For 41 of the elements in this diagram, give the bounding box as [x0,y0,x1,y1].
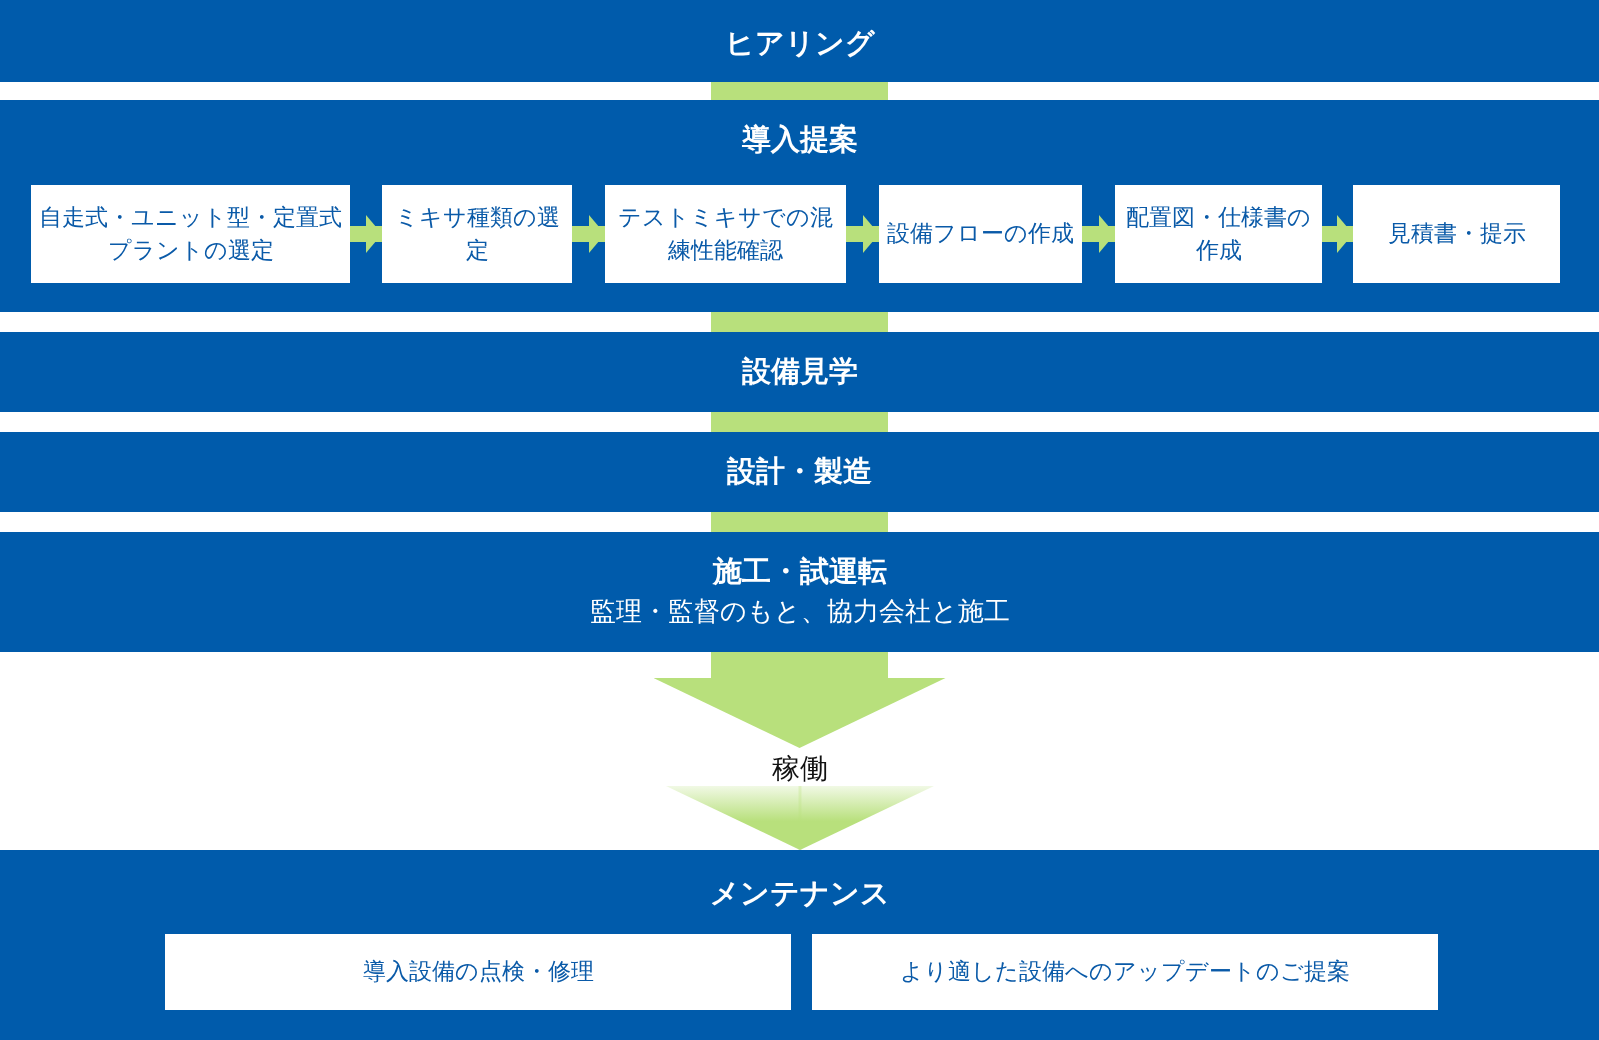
stage-band [0,332,1599,412]
arrow [653,652,946,748]
step-box [1115,185,1322,283]
step-box [165,934,791,1010]
stage-note: 監理・監督のもと、協力会社と施工 [588,595,1011,628]
step-box [1353,185,1560,283]
step-box [812,934,1438,1010]
step-text: 導入設備の点検・修理 [362,957,594,987]
step-text: 見積書・提示 [1387,219,1526,249]
connector-bar [711,412,888,432]
stage-heading: 導入提案 [740,121,859,158]
step-text: より適した設備へのアップデートのご提案 [900,957,1350,987]
connector-bar [711,312,888,332]
stage-band [0,100,1599,312]
stage-heading: 設備見学 [740,353,859,390]
step-text: ミキサ種類の選定 [393,202,561,265]
arrow [666,786,934,850]
arrow [1082,215,1115,253]
stage-heading: 設計・製造 [726,453,873,490]
arrow [1322,215,1353,253]
step-box [31,185,350,283]
step-text: テストミキサでの混練性能確認 [617,202,834,265]
step-text: 配置図・仕様書の作成 [1125,202,1312,265]
connector-bar [711,82,888,100]
arrow [572,215,605,253]
step-box [605,185,846,283]
arrow [350,215,382,253]
step-box [879,185,1082,283]
stage-label: 稼働 [772,751,828,787]
stage-heading: 施工・試運転 [711,553,888,590]
step-box [382,185,572,283]
stage-band [0,850,1599,1040]
stage-band [0,532,1599,652]
arrow [846,215,879,253]
connector-bar [711,512,888,532]
stage-heading: メンテナンス [708,875,891,912]
stage-band [0,432,1599,512]
step-text: 設備フローの作成 [887,219,1074,249]
stage-heading: ヒアリング [723,25,876,62]
step-text: 自走式・ユニット型・定置式プラントの選定 [39,202,342,265]
stage-band [0,0,1599,82]
